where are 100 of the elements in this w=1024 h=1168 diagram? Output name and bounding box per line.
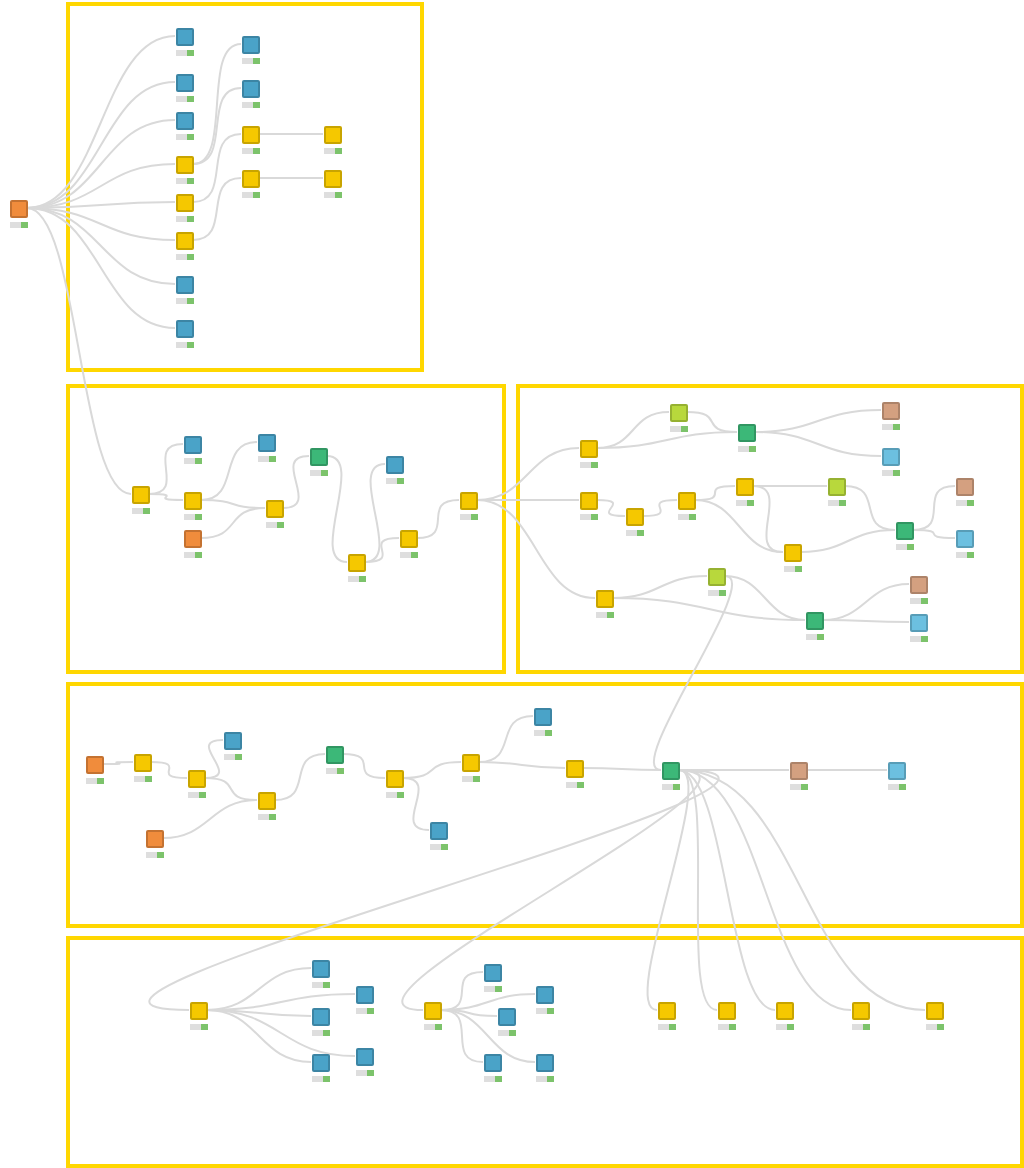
connector-line	[192, 133, 242, 203]
connector-line	[476, 499, 596, 599]
workflow-node-icon	[241, 169, 259, 187]
workflow-node-icon	[241, 125, 259, 143]
workflow-node-icon	[657, 1001, 675, 1019]
workflow-node-icon	[241, 79, 259, 97]
connector-line	[646, 769, 690, 1011]
connector-line	[596, 499, 626, 517]
workflow-node-icon	[189, 1001, 207, 1019]
connector-line	[258, 177, 324, 179]
workflow-node-icon	[309, 447, 327, 465]
connector-line	[694, 499, 784, 553]
connector-line	[162, 799, 258, 839]
workflow-node-icon	[881, 447, 899, 465]
connector-line	[204, 739, 224, 779]
workflow-node-icon	[85, 755, 103, 773]
workflow-node-icon	[9, 199, 27, 217]
workflow-node-icon	[175, 275, 193, 293]
connector-line	[822, 619, 910, 623]
workflow-node-icon	[707, 567, 725, 585]
connector-line	[150, 769, 718, 1011]
connector-line	[416, 499, 460, 539]
connector-line	[364, 537, 400, 563]
workflow-node-icon	[783, 543, 801, 561]
connector-line	[752, 485, 828, 487]
workflow-node-icon	[579, 439, 597, 457]
connector-line	[582, 767, 662, 771]
workflow-node-icon	[595, 589, 613, 607]
workflow-node-icon	[677, 491, 695, 509]
connector-line	[440, 1009, 536, 1063]
connector-line	[342, 753, 386, 779]
workflow-node-icon	[241, 35, 259, 53]
connector-line	[912, 529, 956, 539]
workflow-node-icon	[429, 821, 447, 839]
connector-line	[752, 485, 784, 553]
workflow-node-icon	[909, 613, 927, 631]
workflow-node-icon	[223, 731, 241, 749]
connector-line	[364, 463, 386, 563]
workflow-node-icon	[311, 1007, 329, 1025]
workflow-node-icon	[483, 1053, 501, 1071]
workflow-node-icon	[423, 1001, 441, 1019]
workflow-node-icon	[669, 403, 687, 421]
workflow-node-icon	[717, 1001, 735, 1019]
workflow-node-icon	[265, 499, 283, 517]
connector-line	[754, 431, 882, 457]
workflow-node-icon	[827, 477, 845, 495]
workflow-node-icon	[355, 985, 373, 1003]
workflow-node-icon	[175, 193, 193, 211]
workflow-node-icon	[355, 1047, 373, 1065]
workflow-node-icon	[385, 769, 403, 787]
connector-line	[402, 761, 462, 779]
workflow-node-icon	[909, 575, 927, 593]
workflow-node-icon	[535, 1053, 553, 1071]
workflow-node-icon	[579, 491, 597, 509]
connector-line	[258, 133, 324, 135]
connector-line	[150, 761, 188, 779]
connector-line	[274, 753, 326, 801]
workflow-node-icon	[131, 485, 149, 503]
workflow-node-icon	[625, 507, 643, 525]
connector-line	[192, 87, 242, 165]
workflow-node-icon	[311, 1053, 329, 1071]
workflow-node-icon	[895, 521, 913, 539]
workflow-node-icon	[737, 423, 755, 441]
connector-line	[26, 207, 132, 495]
workflow-node-icon	[145, 829, 163, 847]
workflow-node-icon	[789, 761, 807, 779]
workflow-node-icon	[183, 435, 201, 453]
workflow-node-icon	[257, 433, 275, 451]
workflow-node-icon	[175, 319, 193, 337]
workflow-node-icon	[323, 169, 341, 187]
workflow-node-icon	[183, 529, 201, 547]
connector-line	[102, 761, 134, 765]
workflow-node-icon	[735, 477, 753, 495]
workflow-node-icon	[805, 611, 823, 629]
workflow-node-icon	[661, 761, 679, 779]
workflow-node-icon	[955, 529, 973, 547]
connector-line	[192, 177, 242, 241]
connector-line	[200, 441, 258, 501]
workflow-node-icon	[385, 455, 403, 473]
connector-line	[200, 507, 266, 539]
workflow-node-icon	[955, 477, 973, 495]
workflow-node-icon	[325, 745, 343, 763]
workflow-node-icon	[133, 753, 151, 771]
workflow-node-icon	[187, 769, 205, 787]
workflow-node-icon	[175, 111, 193, 129]
connector-line	[148, 443, 184, 495]
workflow-node-icon	[887, 761, 905, 779]
workflow-node-icon	[323, 125, 341, 143]
connector-line	[282, 455, 310, 509]
connector-line	[800, 529, 896, 553]
workflow-node-icon	[881, 401, 899, 419]
connector-line	[326, 455, 348, 563]
connector-line	[478, 761, 566, 769]
workflow-node-icon	[925, 1001, 943, 1019]
workflow-node-icon	[175, 27, 193, 45]
workflow-node-icon	[257, 791, 275, 809]
workflow-node-icon	[399, 529, 417, 547]
connector-line	[686, 411, 738, 433]
workflow-node-icon	[775, 1001, 793, 1019]
workflow-node-icon	[497, 1007, 515, 1025]
